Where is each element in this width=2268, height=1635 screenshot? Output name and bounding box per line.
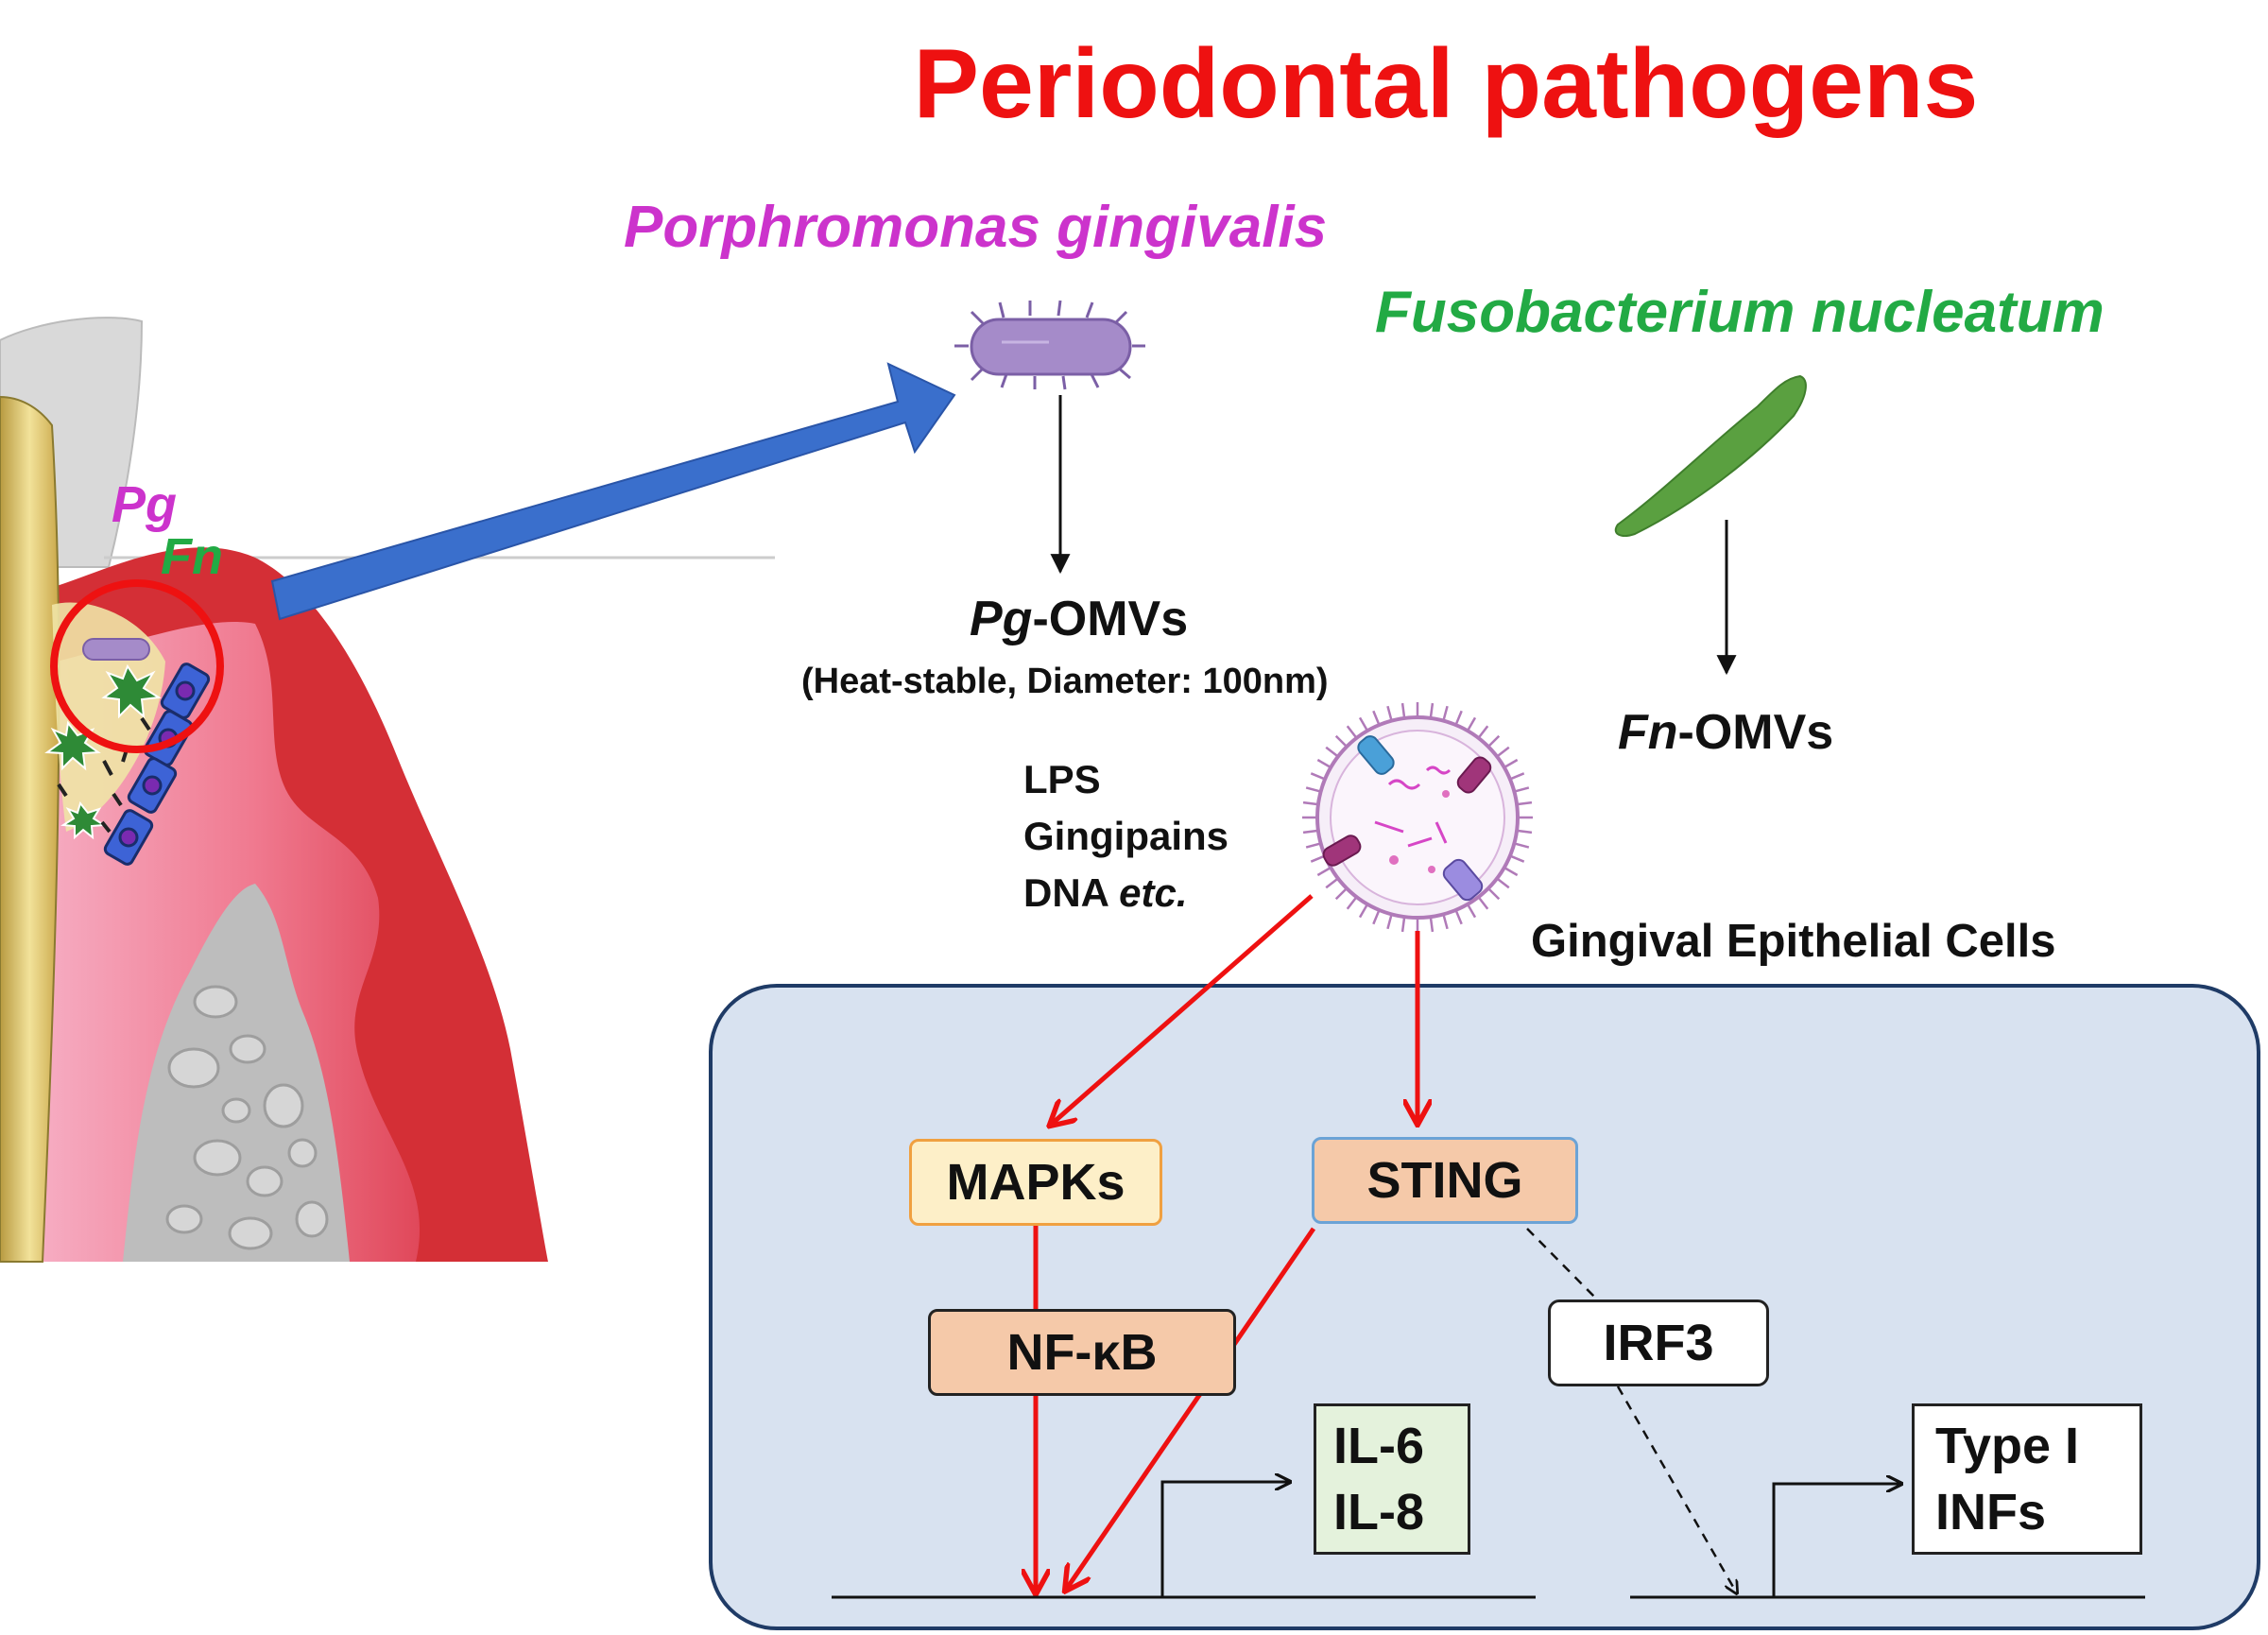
omv-spike [1334, 734, 1348, 748]
omv-spike [1358, 904, 1369, 919]
pg-omv-properties: (Heat-stable, Diameter: 100nm) [801, 662, 1329, 701]
omv-spike [1310, 772, 1326, 781]
omv-spike [1509, 854, 1525, 863]
fn-bacterium [1614, 374, 1807, 537]
node-il6-il8: IL-6 IL-8 [1314, 1403, 1470, 1555]
node-irf3: IRF3 [1548, 1299, 1769, 1386]
plaque-rods [57, 716, 151, 834]
omv-spike [1442, 705, 1449, 721]
transcription-arrow-il [1160, 1482, 1290, 1597]
omv-spike [1503, 866, 1519, 877]
node-sting: STING [1312, 1137, 1578, 1224]
pg-species-name: Porphromonas gingivalis [624, 195, 1328, 260]
zoom-arrow [270, 362, 956, 621]
omv-spike [1386, 705, 1393, 721]
page-title: Periodontal pathogens [913, 29, 1979, 139]
cargo-dna: DNA etc. [1023, 870, 1188, 915]
tooth-label-pg: Pg [112, 476, 178, 533]
type-i-label: Type I [1935, 1418, 2080, 1474]
omv-spike [1466, 716, 1477, 731]
omv-spike [1442, 914, 1449, 930]
transcription-arrow-ifn [1772, 1484, 1901, 1597]
omv-spike [1305, 842, 1321, 849]
omv-spike [1400, 702, 1406, 719]
omv-spike [1496, 877, 1510, 889]
omv-spike [1305, 786, 1321, 793]
omv-spike [1346, 896, 1358, 910]
omv-spike [1316, 758, 1332, 769]
omv-spike [1429, 916, 1435, 933]
omv-spike [1346, 725, 1358, 739]
omv-spike [1454, 710, 1463, 726]
omv-spike [1514, 786, 1530, 793]
plaque-highlight-circle [50, 579, 224, 753]
omv-spike [1386, 914, 1393, 930]
pg-bacterium-small [82, 638, 150, 661]
omv-spike [1325, 877, 1339, 889]
omv-spike [1372, 909, 1381, 925]
pg-omv-label: Pg-OMVs [970, 592, 1189, 646]
omv-spike [1509, 772, 1525, 781]
bone-pores [165, 985, 329, 1250]
cell-label: Gingival Epithelial Cells [1531, 916, 2056, 967]
pg-bacterium [954, 300, 1145, 390]
tooth-gum-illustration [0, 317, 775, 1263]
omv-spike [1325, 746, 1339, 758]
omv-spike [1334, 887, 1348, 901]
omv-spike [1477, 725, 1489, 739]
node-nfkb: NF-κB [928, 1309, 1236, 1396]
omv-spike [1487, 887, 1501, 901]
node-type-i-infs: Type I INFs [1912, 1403, 2142, 1555]
infs-label: INFs [1935, 1484, 2047, 1540]
omv-spike [1477, 896, 1489, 910]
arrow-omv-to-mapks [1051, 894, 1314, 1125]
omv-spike [1496, 746, 1510, 758]
omv-spike [1487, 734, 1501, 748]
arrow-sting-to-promoter [1066, 1227, 1316, 1590]
omv-spike [1516, 829, 1533, 835]
alveolar-bone [123, 884, 350, 1262]
fn-species-name: Fusobacterium nucleatum [1375, 280, 2105, 345]
omv-spike [1454, 909, 1463, 925]
omv-cargo-list: LPS Gingipains DNA etc. [1023, 751, 1228, 921]
cargo-lps: LPS [1023, 757, 1101, 801]
fn-omv-label: Fn-OMVs [1618, 705, 1834, 760]
tooth-label-fn: Fn [161, 528, 223, 585]
omv-spike [1302, 800, 1319, 806]
arrow-irf3-to-promoter [1616, 1385, 1737, 1593]
il6-label: IL-6 [1333, 1418, 1425, 1474]
il8-label: IL-8 [1333, 1484, 1425, 1540]
omv-vesicle [1302, 702, 1533, 933]
omv-spike [1466, 904, 1477, 919]
omv-spike [1516, 800, 1533, 806]
omv-spike [1400, 916, 1406, 933]
omv-spike [1503, 758, 1519, 769]
omv-spike [1302, 829, 1319, 835]
omv-spike [1429, 702, 1435, 719]
node-mapks: MAPKs [909, 1139, 1162, 1226]
cargo-gingipains: Gingipains [1023, 814, 1229, 858]
omv-spike [1372, 710, 1381, 726]
omv-spike [1316, 866, 1332, 877]
omv-spike [1310, 854, 1326, 863]
omv-spike [1514, 842, 1530, 849]
omv-spike [1358, 716, 1369, 731]
